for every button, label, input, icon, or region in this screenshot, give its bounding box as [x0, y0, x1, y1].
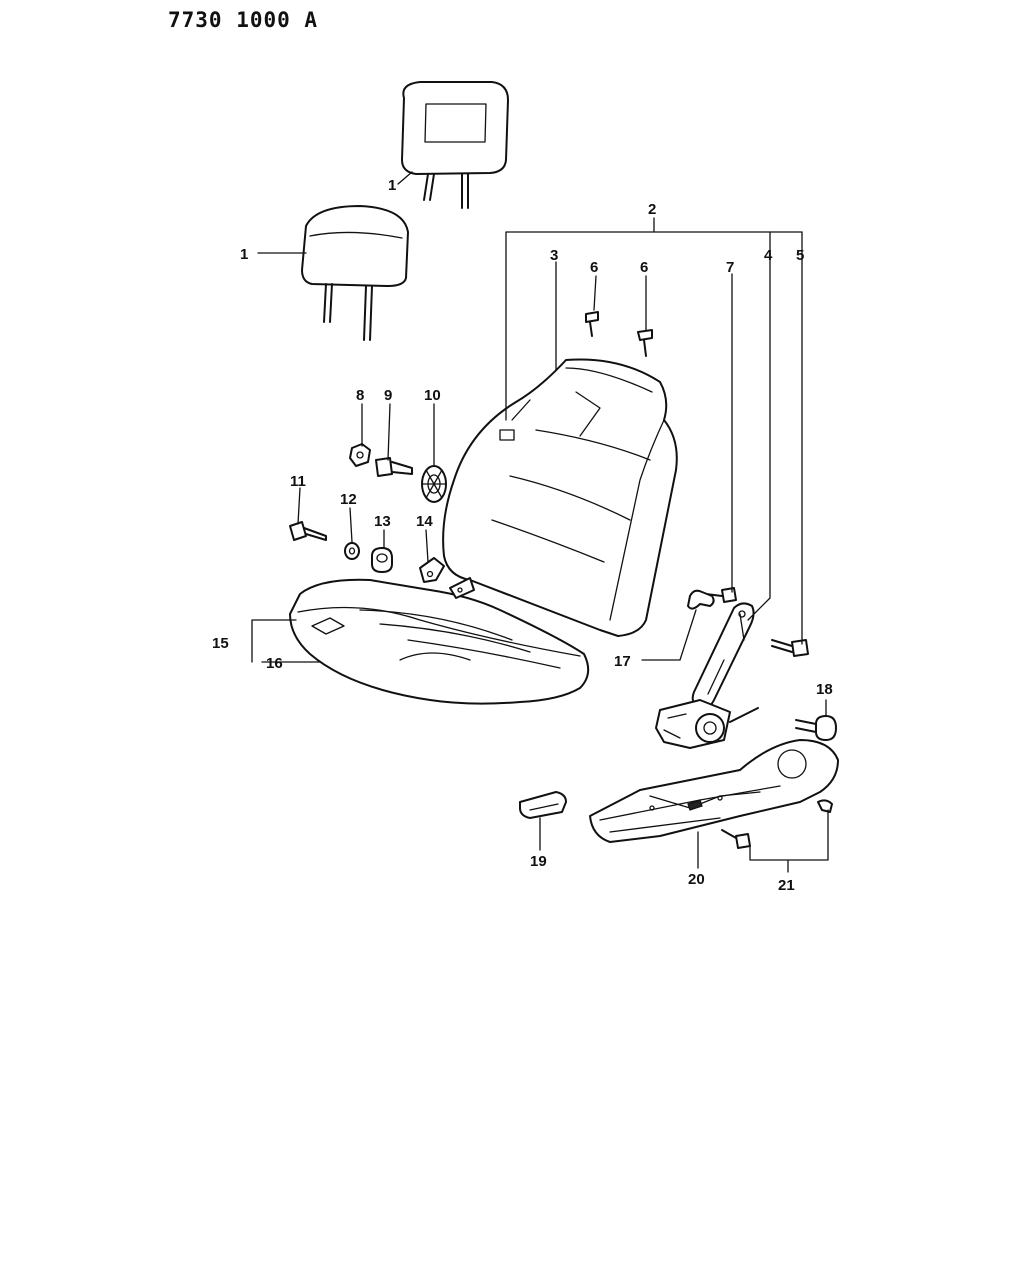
callout-16: 16	[266, 655, 283, 672]
callout-13: 13	[374, 513, 391, 530]
headrest-lower	[301, 205, 409, 341]
callout-20: 20	[688, 871, 705, 888]
drawing-id: 7730 1000 A	[168, 8, 319, 32]
lever-handle-19	[519, 791, 567, 819]
seat-back	[442, 358, 678, 637]
bolt-5	[771, 639, 809, 657]
callout-17: 17	[614, 653, 631, 670]
callout-12: 12	[340, 491, 357, 508]
seat-cushion	[289, 578, 590, 705]
bracket-14	[419, 557, 475, 599]
callout-8: 8	[356, 387, 364, 404]
seat-track-20	[589, 739, 839, 843]
callout-2: 2	[648, 201, 656, 218]
callout-11: 11	[290, 473, 306, 490]
callout-1-lower: 1	[240, 246, 248, 263]
headrest-upper	[401, 81, 509, 209]
callout-3: 3	[550, 247, 558, 264]
knob-10	[421, 465, 447, 503]
washer-12	[344, 542, 360, 560]
bolt-9	[375, 457, 413, 477]
callout-4: 4	[764, 247, 773, 264]
callout-labels: 1 1 2 3 4 5 6 6 7 8 9 10 11 12 13 14 15 …	[212, 177, 833, 894]
callout-21: 21	[778, 877, 795, 894]
callout-10: 10	[424, 387, 441, 404]
callout-6b: 6	[640, 259, 648, 276]
leader-lines	[251, 171, 829, 873]
callout-14: 14	[416, 513, 433, 530]
bolt-18	[795, 715, 837, 741]
bushing-13	[371, 547, 393, 573]
pin-6a	[585, 311, 599, 337]
recliner-mechanism-4	[655, 602, 759, 749]
callout-6a: 6	[590, 259, 598, 276]
callout-5: 5	[796, 247, 804, 264]
callout-15: 15	[212, 635, 229, 652]
callout-18: 18	[816, 681, 833, 698]
pin-6b	[637, 329, 653, 357]
callout-1-upper: 1	[388, 177, 396, 194]
clip-17	[687, 589, 715, 610]
nut-8	[349, 443, 371, 467]
bolt-11	[289, 521, 327, 541]
callout-9: 9	[384, 387, 392, 404]
callout-7: 7	[726, 259, 734, 276]
callout-19: 19	[530, 853, 547, 870]
